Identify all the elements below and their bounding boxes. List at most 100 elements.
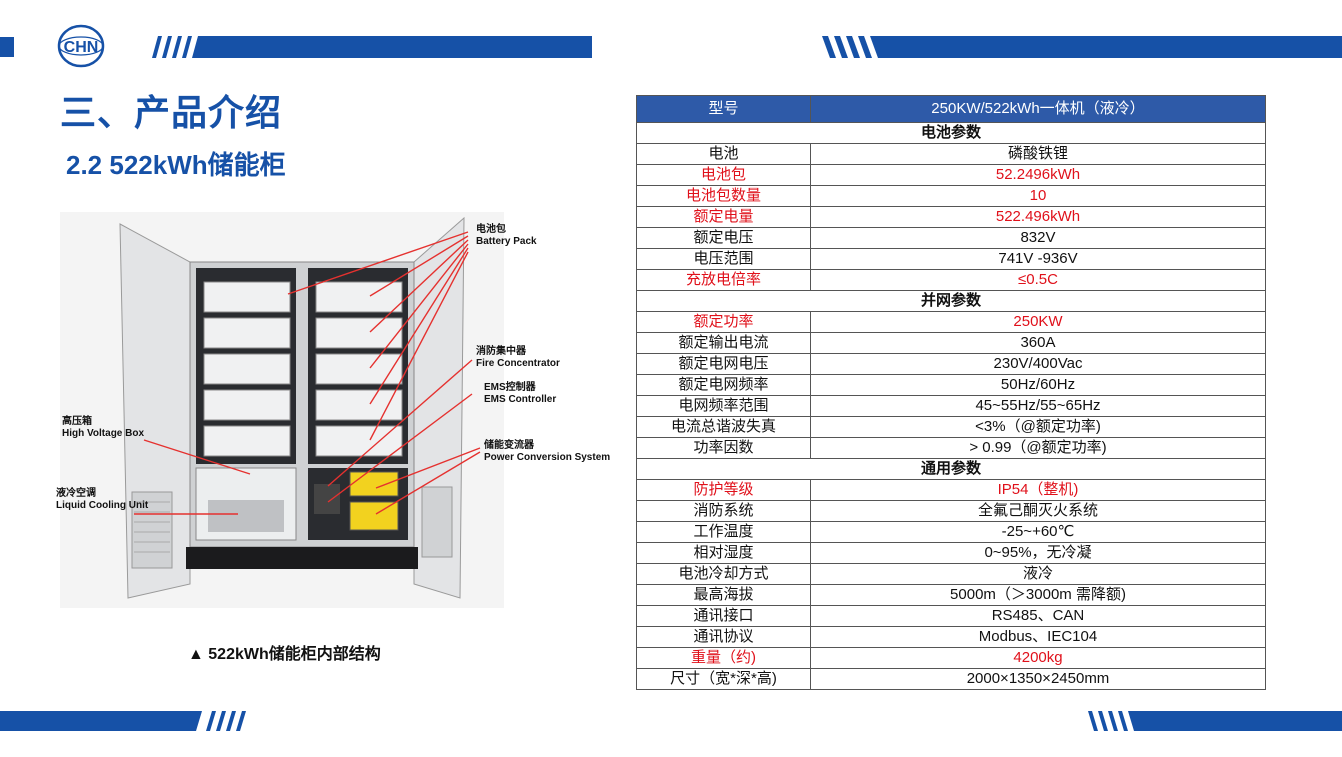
row-value: <3%（@额定功率) (810, 416, 1266, 438)
row-key: 额定电量 (636, 206, 811, 228)
row-value: 45~55Hz/55~65Hz (810, 395, 1266, 417)
label-battery-pack-en: Battery Pack (476, 236, 537, 247)
row-key: 最高海拔 (636, 584, 811, 606)
table-row: 尺寸（宽*深*高)2000×1350×2450mm (636, 668, 1266, 690)
label-ems-controller: EMS控制器 EMS Controller (484, 382, 556, 406)
row-key: 通讯协议 (636, 626, 811, 648)
label-pcs-en: Power Conversion System (484, 452, 611, 463)
bottom-right-bar (1088, 711, 1342, 731)
row-value: -25~+60℃ (810, 521, 1266, 543)
label-liquid-cooling: 液冷空调 Liquid Cooling Unit (56, 488, 148, 512)
row-key: 电池包 (636, 164, 811, 186)
row-key: 相对湿度 (636, 542, 811, 564)
row-value: 50Hz/60Hz (810, 374, 1266, 396)
row-key: 电流总谐波失真 (636, 416, 811, 438)
row-value: IP54（整机) (810, 479, 1266, 501)
row-value: 4200kg (810, 647, 1266, 669)
row-key: 额定电压 (636, 227, 811, 249)
top-left-bar (146, 36, 592, 58)
label-high-voltage-box: 高压箱 High Voltage Box (62, 416, 144, 440)
row-key: 电池包数量 (636, 185, 811, 207)
row-value: 832V (810, 227, 1266, 249)
table-row: 工作温度-25~+60℃ (636, 521, 1266, 543)
row-value: 磷酸铁锂 (810, 143, 1266, 165)
figure-caption: ▲ 522kWh储能柜内部结构 (188, 646, 381, 663)
label-ems-en: EMS Controller (484, 394, 557, 405)
section-grid: 并网参数 (636, 290, 1266, 312)
label-cool-en: Liquid Cooling Unit (56, 500, 149, 511)
row-value: 522.496kWh (810, 206, 1266, 228)
row-value: 52.2496kWh (810, 164, 1266, 186)
label-battery-pack: 电池包 Battery Pack (476, 224, 537, 248)
row-key: 功率因数 (636, 437, 811, 459)
row-value: > 0.99（@额定功率) (810, 437, 1266, 459)
row-key: 电网频率范围 (636, 395, 811, 417)
table-row: 消防系统全氟己酮灭火系统 (636, 500, 1266, 522)
row-value: Modbus、IEC104 (810, 626, 1266, 648)
row-key: 重量（约) (636, 647, 811, 669)
row-value: 250KW (810, 311, 1266, 333)
row-key: 消防系统 (636, 500, 811, 522)
page-subtitle: 2.2 522kWh储能柜 (66, 150, 286, 180)
logo-text: CHN (64, 39, 99, 56)
table-header-row: 型号 250KW/522kWh一体机（液冷） (636, 95, 1266, 123)
row-key: 额定电网电压 (636, 353, 811, 375)
row-key: 电压范围 (636, 248, 811, 270)
table-row: 电池冷却方式液冷 (636, 563, 1266, 585)
row-value: RS485、CAN (810, 605, 1266, 627)
row-key: 充放电倍率 (636, 269, 811, 291)
label-ems-cn: EMS控制器 (484, 382, 536, 393)
row-key: 电池 (636, 143, 811, 165)
row-value: 0~95%，无冷凝 (810, 542, 1266, 564)
bottom-left-bar (0, 711, 256, 731)
row-key: 电池冷却方式 (636, 563, 811, 585)
table-row: 电流总谐波失真<3%（@额定功率) (636, 416, 1266, 438)
section-row: 并网参数 (636, 290, 1266, 312)
label-pcs: 储能变流器 Power Conversion System (484, 440, 610, 464)
label-pcs-cn: 储能变流器 (484, 440, 534, 451)
section-row: 通用参数 (636, 458, 1266, 480)
section-general: 通用参数 (636, 458, 1266, 480)
page-title: 三、产品介绍 (60, 92, 283, 133)
table-row: 充放电倍率≤0.5C (636, 269, 1266, 291)
label-fire-concentrator: 消防集中器 Fire Concentrator (476, 346, 560, 370)
row-key: 尺寸（宽*深*高) (636, 668, 811, 690)
row-key: 额定输出电流 (636, 332, 811, 354)
logo: CHN (56, 22, 106, 70)
row-value: 5000m（＞3000m 需降额) (810, 584, 1266, 606)
label-hv-en: High Voltage Box (62, 428, 145, 439)
row-value: 2000×1350×2450mm (810, 668, 1266, 690)
row-key: 额定电网频率 (636, 374, 811, 396)
label-cool-cn: 液冷空调 (56, 488, 96, 499)
row-value: ≤0.5C (810, 269, 1266, 291)
table-row: 功率因数> 0.99（@额定功率) (636, 437, 1266, 459)
section-row: 电池参数 (636, 122, 1266, 144)
table-row: 重量（约)4200kg (636, 647, 1266, 669)
top-right-bar (822, 36, 1342, 58)
row-value: 741V -936V (810, 248, 1266, 270)
row-value: 液冷 (810, 563, 1266, 585)
row-key: 额定功率 (636, 311, 811, 333)
row-value: 10 (810, 185, 1266, 207)
label-battery-pack-cn: 电池包 (476, 224, 506, 235)
label-hv-cn: 高压箱 (62, 416, 92, 427)
row-key: 防护等级 (636, 479, 811, 501)
row-value: 全氟己酮灭火系统 (810, 500, 1266, 522)
header-model: 型号 (636, 95, 811, 123)
row-key: 工作温度 (636, 521, 811, 543)
